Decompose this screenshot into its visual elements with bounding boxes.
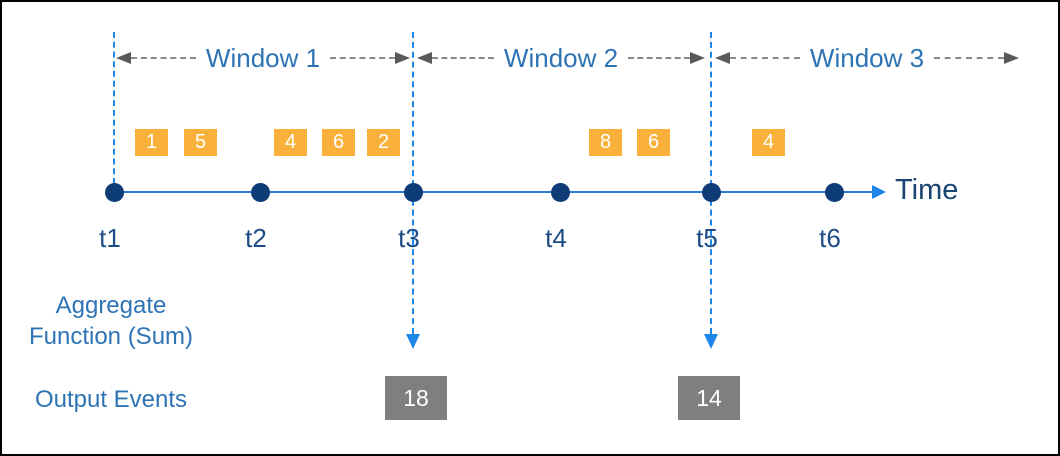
- event-box-2: 5: [184, 129, 217, 156]
- aggregate-function-label: Aggregate Function (Sum): [16, 290, 206, 352]
- tick-label-t6: t6: [819, 223, 841, 253]
- timeline-axis: [114, 191, 872, 193]
- event-box-7: 6: [637, 129, 670, 156]
- window-label-3: Window 3: [809, 43, 925, 73]
- left-arrowhead-icon: [417, 52, 432, 64]
- dashed-segment: [432, 57, 494, 59]
- timeline-dot-t5: [701, 182, 721, 202]
- dashed-segment: [730, 57, 800, 59]
- output-box-1: 18: [385, 376, 447, 420]
- event-box-5: 2: [367, 129, 400, 156]
- window-label-2: Window 2: [503, 43, 619, 73]
- timeline-dot-t6: [824, 182, 844, 202]
- left-arrowhead-icon: [116, 52, 131, 64]
- right-arrowhead-icon: [1004, 52, 1019, 64]
- left-arrowhead-icon: [715, 52, 730, 64]
- boundary-dashed-line-t1: [113, 32, 115, 184]
- time-axis-label: Time: [895, 174, 959, 206]
- dashed-segment: [934, 57, 1004, 59]
- output-arrowhead-icon-t3: [406, 334, 420, 349]
- window-arrow-2: Window 2: [417, 44, 705, 72]
- event-box-3: 4: [274, 129, 307, 156]
- dashed-segment: [131, 57, 196, 59]
- timeline-dot-t3: [403, 182, 423, 202]
- output-arrowhead-icon-t5: [704, 334, 718, 349]
- event-box-1: 1: [135, 129, 168, 156]
- dashed-segment: [330, 57, 395, 59]
- tick-label-t3: t3: [398, 223, 420, 253]
- tick-label-t5: t5: [696, 223, 718, 253]
- tick-label-t4: t4: [545, 223, 567, 253]
- event-box-6: 8: [589, 129, 622, 156]
- timeline-arrowhead-icon: [872, 185, 886, 199]
- dashed-segment: [628, 57, 690, 59]
- timeline-dot-t1: [104, 182, 124, 202]
- timeline-dot-t4: [550, 182, 570, 202]
- window-arrow-1: Window 1: [116, 44, 410, 72]
- output-events-label: Output Events: [34, 386, 188, 413]
- event-box-8: 4: [752, 129, 785, 156]
- timeline-dot-t2: [250, 182, 270, 202]
- output-box-2: 14: [678, 376, 740, 420]
- tick-label-t1: t1: [99, 223, 121, 253]
- window-label-1: Window 1: [205, 43, 321, 73]
- right-arrowhead-icon: [395, 52, 410, 64]
- right-arrowhead-icon: [690, 52, 705, 64]
- tick-label-t2: t2: [245, 223, 267, 253]
- window-arrow-3: Window 3: [715, 44, 1019, 72]
- event-box-4: 6: [322, 129, 355, 156]
- aggregate-label-line1: Aggregate: [55, 292, 167, 319]
- aggregate-label-line2: Function (Sum): [28, 323, 194, 350]
